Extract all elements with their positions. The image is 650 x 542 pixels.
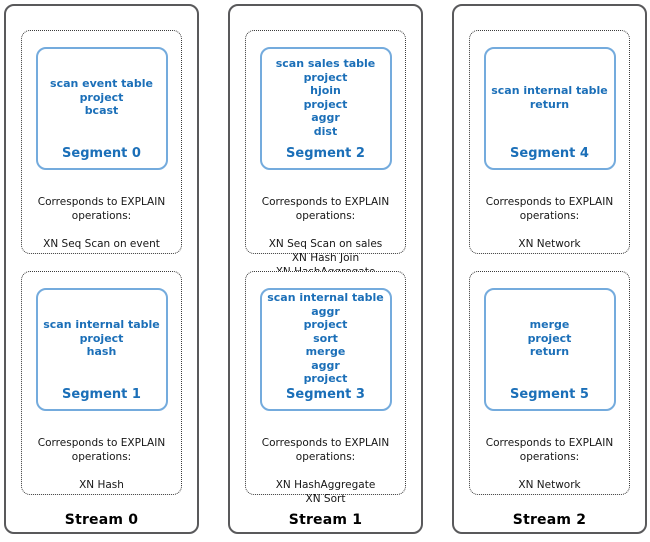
- segment-1-operations: scan internal table project hash: [43, 318, 160, 359]
- stream-0-container: scan event table project bcast Segment 0…: [4, 4, 199, 534]
- segment-4-group: scan internal table return Segment 4 Cor…: [469, 30, 630, 254]
- stream-2-label: Stream 2: [512, 512, 587, 528]
- segment-4-operations: scan internal table return: [491, 84, 608, 111]
- explain-operations: XN Seq Scan on event: [43, 238, 160, 250]
- segment-0-label: Segment 0: [62, 146, 141, 161]
- stream-2-container: scan internal table return Segment 4 Cor…: [452, 4, 647, 534]
- segment-0-group: scan event table project bcast Segment 0…: [21, 30, 182, 254]
- segment-5-explain-note: Corresponds to EXPLAIN operations: XN Ne…: [475, 422, 624, 506]
- explain-heading: Corresponds to EXPLAIN operations:: [37, 437, 166, 463]
- explain-operations: XN Network: [518, 238, 581, 250]
- explain-heading: Corresponds to EXPLAIN operations:: [485, 196, 614, 222]
- segment-1-box: scan internal table project hash Segment…: [35, 288, 168, 411]
- segment-2-label: Segment 2: [286, 146, 365, 161]
- segment-2-box: scan sales table project hjoin project a…: [259, 47, 392, 170]
- explain-operations: XN Hash: [79, 479, 124, 491]
- explain-operations: XN HashAggregate XN Sort: [275, 479, 376, 505]
- explain-heading: Corresponds to EXPLAIN operations:: [485, 437, 614, 463]
- segment-5-operations: merge project return: [527, 318, 572, 359]
- segment-1-group: scan internal table project hash Segment…: [21, 271, 182, 495]
- segment-3-operations: scan internal table aggr project sort me…: [267, 291, 384, 386]
- segment-0-operations: scan event table project bcast: [50, 77, 153, 118]
- segment-3-group: scan internal table aggr project sort me…: [245, 271, 406, 505]
- segment-4-explain-note: Corresponds to EXPLAIN operations: XN Ne…: [475, 181, 624, 265]
- segment-5-label: Segment 5: [510, 387, 589, 402]
- segment-3-explain-note: Corresponds to EXPLAIN operations: XN Ha…: [251, 422, 400, 520]
- explain-operations: XN Network: [518, 479, 581, 491]
- segment-5-box: merge project return Segment 5: [483, 288, 616, 411]
- stream-0-label: Stream 0: [64, 512, 139, 528]
- segment-2-group: scan sales table project hjoin project a…: [245, 30, 406, 278]
- segment-4-box: scan internal table return Segment 4: [483, 47, 616, 170]
- segment-1-label: Segment 1: [62, 387, 141, 402]
- segment-0-box: scan event table project bcast Segment 0: [35, 47, 168, 170]
- segment-3-label: Segment 3: [286, 387, 365, 402]
- segment-4-label: Segment 4: [510, 146, 589, 161]
- explain-heading: Corresponds to EXPLAIN operations:: [261, 196, 390, 222]
- segment-5-group: merge project return Segment 5 Correspon…: [469, 271, 630, 495]
- explain-heading: Corresponds to EXPLAIN operations:: [261, 437, 390, 463]
- segment-2-operations: scan sales table project hjoin project a…: [275, 57, 376, 138]
- stream-1-label: Stream 1: [288, 512, 363, 528]
- segment-0-explain-note: Corresponds to EXPLAIN operations: XN Se…: [27, 181, 176, 265]
- stream-1-container: scan sales table project hjoin project a…: [228, 4, 423, 534]
- segment-1-explain-note: Corresponds to EXPLAIN operations: XN Ha…: [27, 422, 176, 506]
- segment-3-box: scan internal table aggr project sort me…: [259, 288, 392, 411]
- explain-heading: Corresponds to EXPLAIN operations:: [37, 196, 166, 222]
